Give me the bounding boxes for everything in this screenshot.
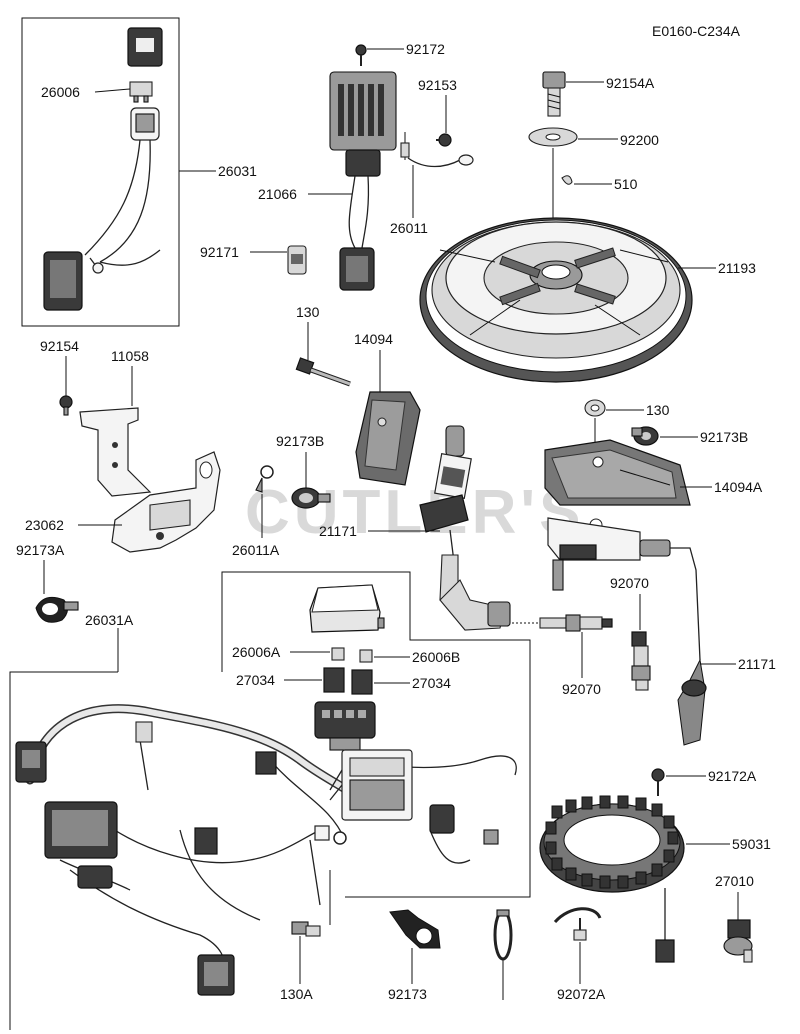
fuse-26006-icon — [129, 81, 153, 103]
switch-27010-icon — [723, 919, 753, 963]
watermark-text: CUTLER'S — [245, 478, 585, 547]
terminal-connector-icon — [429, 804, 499, 845]
bracket-23062-icon — [111, 451, 221, 553]
small-box-icon — [314, 825, 330, 841]
flywheel-21193-icon — [419, 217, 693, 383]
label-26011A: 26011A — [232, 542, 280, 558]
connector-block-icon — [314, 701, 376, 751]
label-92171: 92171 — [200, 244, 239, 260]
screw-92172-icon — [355, 44, 367, 66]
label-510: 510 — [614, 176, 638, 192]
side-connector-icon — [77, 865, 113, 889]
small-connector-a-icon — [135, 721, 153, 743]
clamp-92173A-icon — [35, 596, 79, 623]
label-27010: 27010 — [715, 873, 754, 889]
label-14094: 14094 — [354, 331, 393, 347]
spark-plug-92070-right-icon — [631, 631, 651, 691]
left-connector-icon — [15, 741, 47, 783]
bolt-92154-icon — [59, 395, 73, 416]
fuse-holder-icon — [130, 107, 160, 141]
label-26011: 26011 — [390, 220, 428, 236]
shroud-14094A-icon — [544, 439, 691, 506]
label-26006B: 26006B — [412, 649, 460, 665]
group-box-26031A-right — [221, 571, 531, 898]
screw-92172A-icon — [651, 768, 665, 796]
small-connector-b-icon — [255, 751, 277, 775]
wiring-harness-26031A-icon — [25, 704, 517, 976]
label-23062: 23062 — [25, 517, 64, 533]
label-92172A: 92172A — [708, 768, 757, 784]
label-27034-right: 27034 — [412, 675, 451, 691]
label-14094A: 14094A — [714, 479, 763, 495]
clip-92171-icon — [287, 245, 307, 275]
label-92070-lower: 92070 — [562, 681, 601, 697]
label-92173B-left: 92173B — [276, 433, 324, 449]
stator-59031-icon — [539, 795, 685, 963]
clamp-92173B-left-icon — [291, 487, 331, 509]
ring-terminal-icon — [333, 831, 347, 845]
fuse-26006B-icon — [359, 649, 373, 663]
main-connector-icon — [44, 801, 118, 859]
label-92173A: 92173A — [16, 542, 65, 558]
key-510-icon — [561, 175, 573, 185]
label-21171-right: 21171 — [738, 656, 776, 672]
label-11058: 11058 — [111, 348, 149, 364]
nut-130-icon — [584, 399, 606, 417]
label-21171-left: 21171 — [319, 523, 357, 539]
label-26031: 26031 — [218, 163, 257, 179]
clamp-92173B-right-icon — [631, 426, 659, 446]
label-92200: 92200 — [620, 132, 659, 148]
harness-26031-group — [21, 17, 180, 327]
fuse-block-icon — [329, 749, 413, 821]
label-26006: 26006 — [41, 84, 80, 100]
spark-plug-92070-left-icon — [512, 614, 613, 632]
bolt-130A-icon — [291, 921, 321, 937]
ignition-coil-21171-right-icon — [547, 517, 707, 746]
group-box-26031 — [21, 17, 180, 327]
fuse-box-cover-icon — [309, 584, 385, 633]
bolt-130-icon — [295, 357, 351, 387]
connector-plug-icon — [43, 251, 83, 311]
fuse-26006A-icon — [331, 647, 345, 661]
label-92173B-right: 92173B — [700, 429, 748, 445]
cable-tie-92072A-icon — [553, 907, 602, 941]
label-92154: 92154 — [40, 338, 79, 354]
label-130-lower: 130 — [646, 402, 670, 418]
band-clamp-icon — [493, 909, 513, 961]
label-92172: 92172 — [406, 41, 445, 57]
label-130-upper: 130 — [296, 304, 320, 320]
regulator-21066-icon — [329, 71, 397, 291]
bolt-92154A-icon — [542, 71, 566, 117]
label-21193: 21193 — [718, 260, 756, 276]
ignition-coil-21171-left-icon — [419, 425, 511, 631]
relay-27034-left-icon — [323, 667, 345, 693]
label-92173: 92173 — [388, 986, 427, 1002]
label-130A: 130A — [280, 986, 313, 1002]
label-21066: 21066 — [258, 186, 297, 202]
label-92153: 92153 — [418, 77, 457, 93]
bracket-11058-icon — [79, 407, 152, 497]
label-27034-left: 27034 — [236, 672, 275, 688]
shroud-14094-icon — [355, 391, 421, 486]
diagram-code: E0160-C234A — [652, 23, 741, 39]
group-box-26031A-left — [9, 671, 118, 1030]
clamp-92173-icon — [389, 909, 441, 949]
label-26006A: 26006A — [232, 644, 281, 660]
label-92070-upper: 92070 — [610, 575, 649, 591]
lower-connector-icon — [197, 954, 235, 996]
ring-terminal-26011A-icon — [255, 465, 274, 493]
label-59031: 59031 — [732, 836, 771, 852]
ground-wire-26011-icon — [400, 132, 474, 168]
label-92072A: 92072A — [557, 986, 606, 1002]
small-connector-c-icon — [194, 827, 218, 855]
connector-housing-icon — [127, 27, 163, 67]
label-26031A: 26031A — [85, 612, 134, 628]
washer-92200-icon — [528, 127, 578, 147]
bolt-92153-icon — [436, 133, 452, 147]
label-92154A: 92154A — [606, 75, 655, 91]
relay-27034-right-icon — [351, 669, 373, 695]
